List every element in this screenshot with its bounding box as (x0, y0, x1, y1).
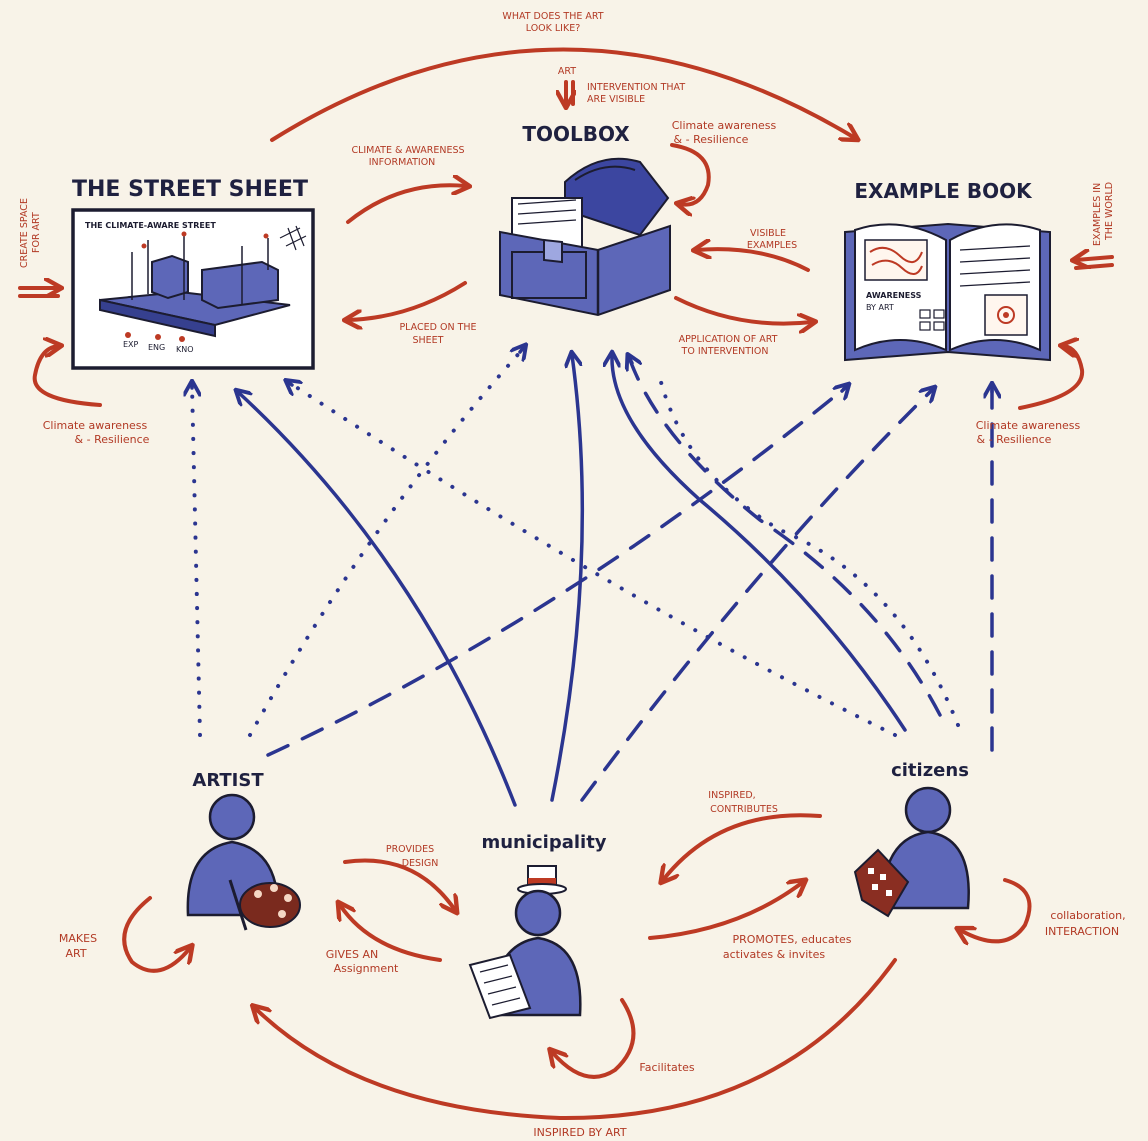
arrow-sheet-to-toolbox (346, 185, 466, 224)
label-placed-2: SHEET (413, 335, 444, 346)
toolbox-chest-icon (499, 157, 671, 317)
arrow-promotes (648, 882, 803, 940)
sheet-legend-exp: EXP (123, 340, 139, 349)
label-what-art-2: LOOK LIKE? (526, 23, 581, 34)
municipality-head (514, 889, 562, 937)
label-makes-2: ART (65, 947, 86, 960)
label-art: ART (558, 66, 576, 77)
loop-street-sheet (32, 346, 102, 407)
street-sheet-header: THE CLIMATE-AWARE STREET (85, 221, 216, 230)
example-book-icon (844, 222, 1051, 362)
arrow-toolbox-to-sheet (348, 281, 467, 320)
label-application-1: APPLICATION OF ART (679, 334, 778, 345)
document-icon (468, 953, 532, 1020)
label-provides-1: PROVIDES (386, 844, 434, 855)
blue-connectors (190, 347, 992, 807)
municipality-title: municipality (481, 832, 606, 853)
labels: WHAT DOES THE ART LOOK LIKE? ART INTERVE… (19, 11, 1126, 1139)
municipality-hat-icon (517, 865, 567, 895)
label-create-space-1: CREATE SPACE (19, 198, 30, 268)
artist-node: ARTIST (186, 770, 301, 931)
label-collab-2: INTERACTION (1045, 925, 1119, 938)
label-gives-1: GIVES AN (326, 948, 378, 961)
street-sheet-node: THE STREET SHEET THE CLIMATE-AWARE STREE… (71, 177, 315, 370)
arrow-book-to-toolbox (697, 249, 810, 272)
label-climate-info-1: CLIMATE & AWARENESS (351, 145, 464, 156)
label-placed-1: PLACED ON THE (399, 322, 476, 333)
book-page-label-2: BY ART (866, 303, 894, 312)
example-book-node: EXAMPLE BOOK AWARENESS BY ART (844, 179, 1051, 362)
citizens-to-toolbox-dashed (628, 358, 942, 717)
citizens-to-sheet-dotted (288, 381, 897, 737)
label-examples-world-1: EXAMPLES IN (1092, 183, 1103, 246)
street-sheet-drawing (99, 225, 307, 342)
label-promotes-1: PROMOTES, educates (732, 933, 851, 946)
loop-facilitates (552, 998, 636, 1079)
loop-toolbox (670, 143, 711, 205)
label-book-loop-1: Climate awareness (976, 419, 1081, 432)
label-visible-examples-1: VISIBLE (750, 228, 786, 239)
citizens-title: citizens (891, 760, 969, 781)
municipality-to-sheet-solid (238, 392, 517, 807)
arrow-toolbox-to-book (674, 296, 812, 324)
artist-to-sheet-dotted (190, 383, 202, 737)
label-promotes-2: activates & invites (723, 948, 825, 961)
label-inspired-1: INSPIRED, (708, 790, 755, 801)
label-what-art-1: WHAT DOES THE ART (502, 11, 603, 22)
citizens-to-toolbox-dotted (656, 368, 960, 727)
arrow-gives-assignment (340, 905, 442, 962)
citizens-node: citizens (853, 760, 970, 918)
loop-example-book (1018, 346, 1085, 410)
sheet-legend-eng: ENG (148, 343, 165, 352)
artist-to-book-dashed (266, 386, 847, 757)
municipality-to-toolbox-solid (550, 355, 585, 802)
label-inspired-2: CONTRIBUTES (710, 804, 778, 815)
loop-collaboration (960, 878, 1032, 941)
citizens-head (904, 786, 952, 834)
artist-palette-icon (228, 879, 301, 931)
label-facilitates: Facilitates (639, 1061, 694, 1074)
municipality-node: municipality (468, 832, 607, 1020)
citizens-to-toolbox-solid (612, 355, 907, 732)
toolbox-node: TOOLBOX (499, 122, 671, 317)
label-provides-2: DESIGN (402, 858, 439, 869)
street-sheet-title: THE STREET SHEET (72, 177, 308, 202)
label-sheet-loop-2: & - Resilience (75, 433, 150, 446)
arrow-provides-design (343, 858, 455, 910)
artist-title: ARTIST (192, 770, 264, 791)
toolbox-title: TOOLBOX (522, 122, 630, 146)
arrow-inspired-contributes (663, 813, 822, 880)
label-toolbox-loop-2: & - Resilience (674, 133, 749, 146)
label-inspired-by-art: INSPIRED BY ART (533, 1126, 626, 1139)
arrow-examples-world (1076, 257, 1114, 260)
label-climate-info-2: INFORMATION (369, 157, 436, 168)
arrow-inspired-by-art (255, 958, 897, 1121)
artist-to-toolbox-dotted (248, 348, 524, 737)
label-sheet-loop-1: Climate awareness (43, 419, 148, 432)
label-makes-1: MAKES (59, 932, 97, 945)
label-examples-world-2: THE WORLD (1104, 182, 1115, 241)
loop-makes-art (122, 896, 190, 973)
label-intervention-2: ARE VISIBLE (587, 94, 645, 105)
example-book-title: EXAMPLE BOOK (854, 179, 1033, 203)
book-page-label-1: AWARENESS (866, 291, 922, 300)
label-intervention-1: INTERVENTION THAT (587, 82, 685, 93)
label-collab-1: collaboration, (1050, 909, 1125, 922)
label-create-space-2: FOR ART (31, 212, 42, 253)
house-icon (853, 848, 910, 918)
municipality-to-book-dashed (580, 390, 932, 802)
label-visible-examples-2: EXAMPLES (747, 240, 797, 251)
label-application-2: TO INTERVENTION (681, 346, 769, 357)
sheet-legend-kno: KNO (176, 345, 194, 354)
red-arrows (18, 47, 1114, 1121)
arrow-what-art-looks-like (270, 47, 855, 140)
label-toolbox-loop-1: Climate awareness (672, 119, 777, 132)
label-gives-2: Assignment (334, 962, 399, 975)
artist-head (208, 793, 256, 841)
label-book-loop-2: & - Resilience (977, 433, 1052, 446)
